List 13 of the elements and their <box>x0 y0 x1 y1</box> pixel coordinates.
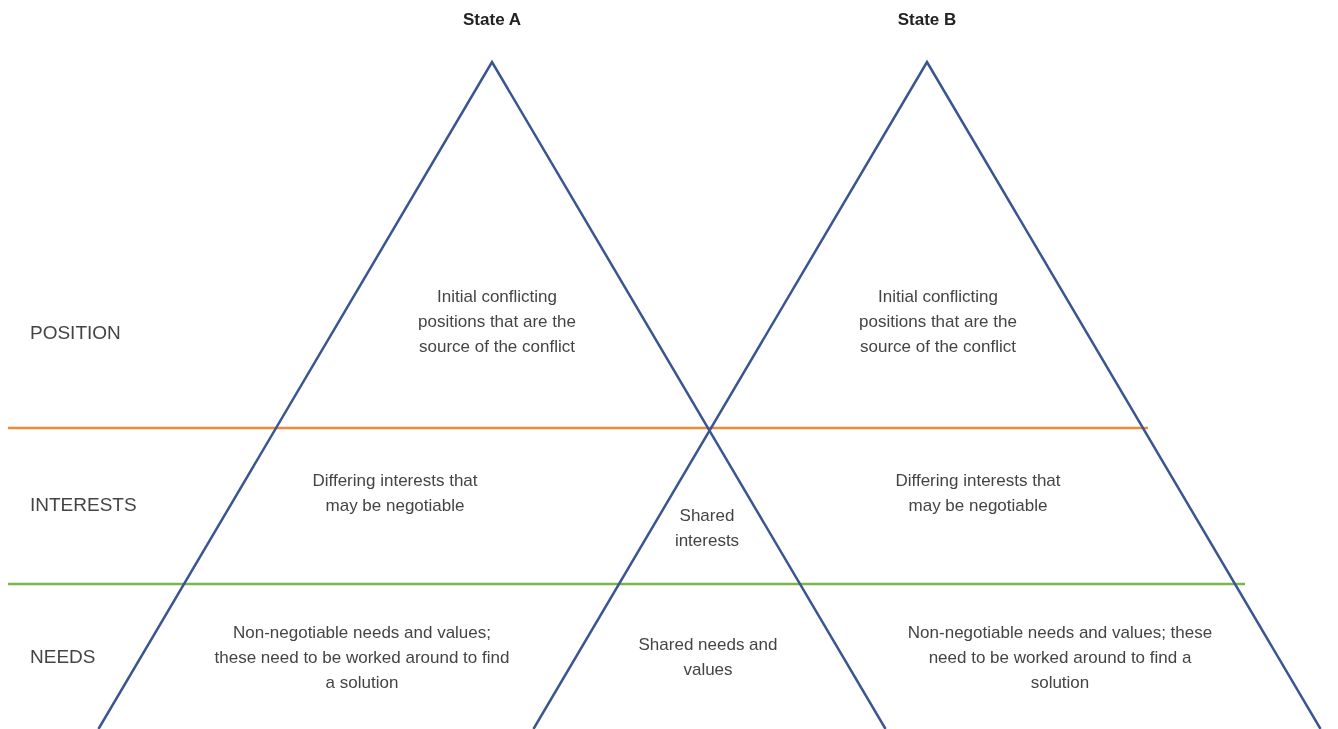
region-text: Shared needs and values <box>637 634 779 681</box>
row-label: NEEDS <box>30 645 96 669</box>
triangle-heading: State B <box>896 10 958 30</box>
triangle-heading: State A <box>462 10 522 30</box>
region-text: Differing interests that may be negotiable <box>894 470 1062 517</box>
region-text: Shared interests <box>673 505 741 552</box>
region-text: Non-negotiable needs and values; these need to be worked around to find a solution <box>906 622 1214 694</box>
row-label: INTERESTS <box>30 493 137 517</box>
region-text: Initial conflicting positions that are the source of the conflict <box>417 286 577 358</box>
region-text: Non-negotiable needs and values; these need to be worked around to find a solution <box>213 622 511 694</box>
row-label: POSITION <box>30 321 121 345</box>
region-text: Initial conflicting positions that are the source of the conflict <box>858 286 1018 358</box>
region-text: Differing interests that may be negotiable <box>311 470 479 517</box>
